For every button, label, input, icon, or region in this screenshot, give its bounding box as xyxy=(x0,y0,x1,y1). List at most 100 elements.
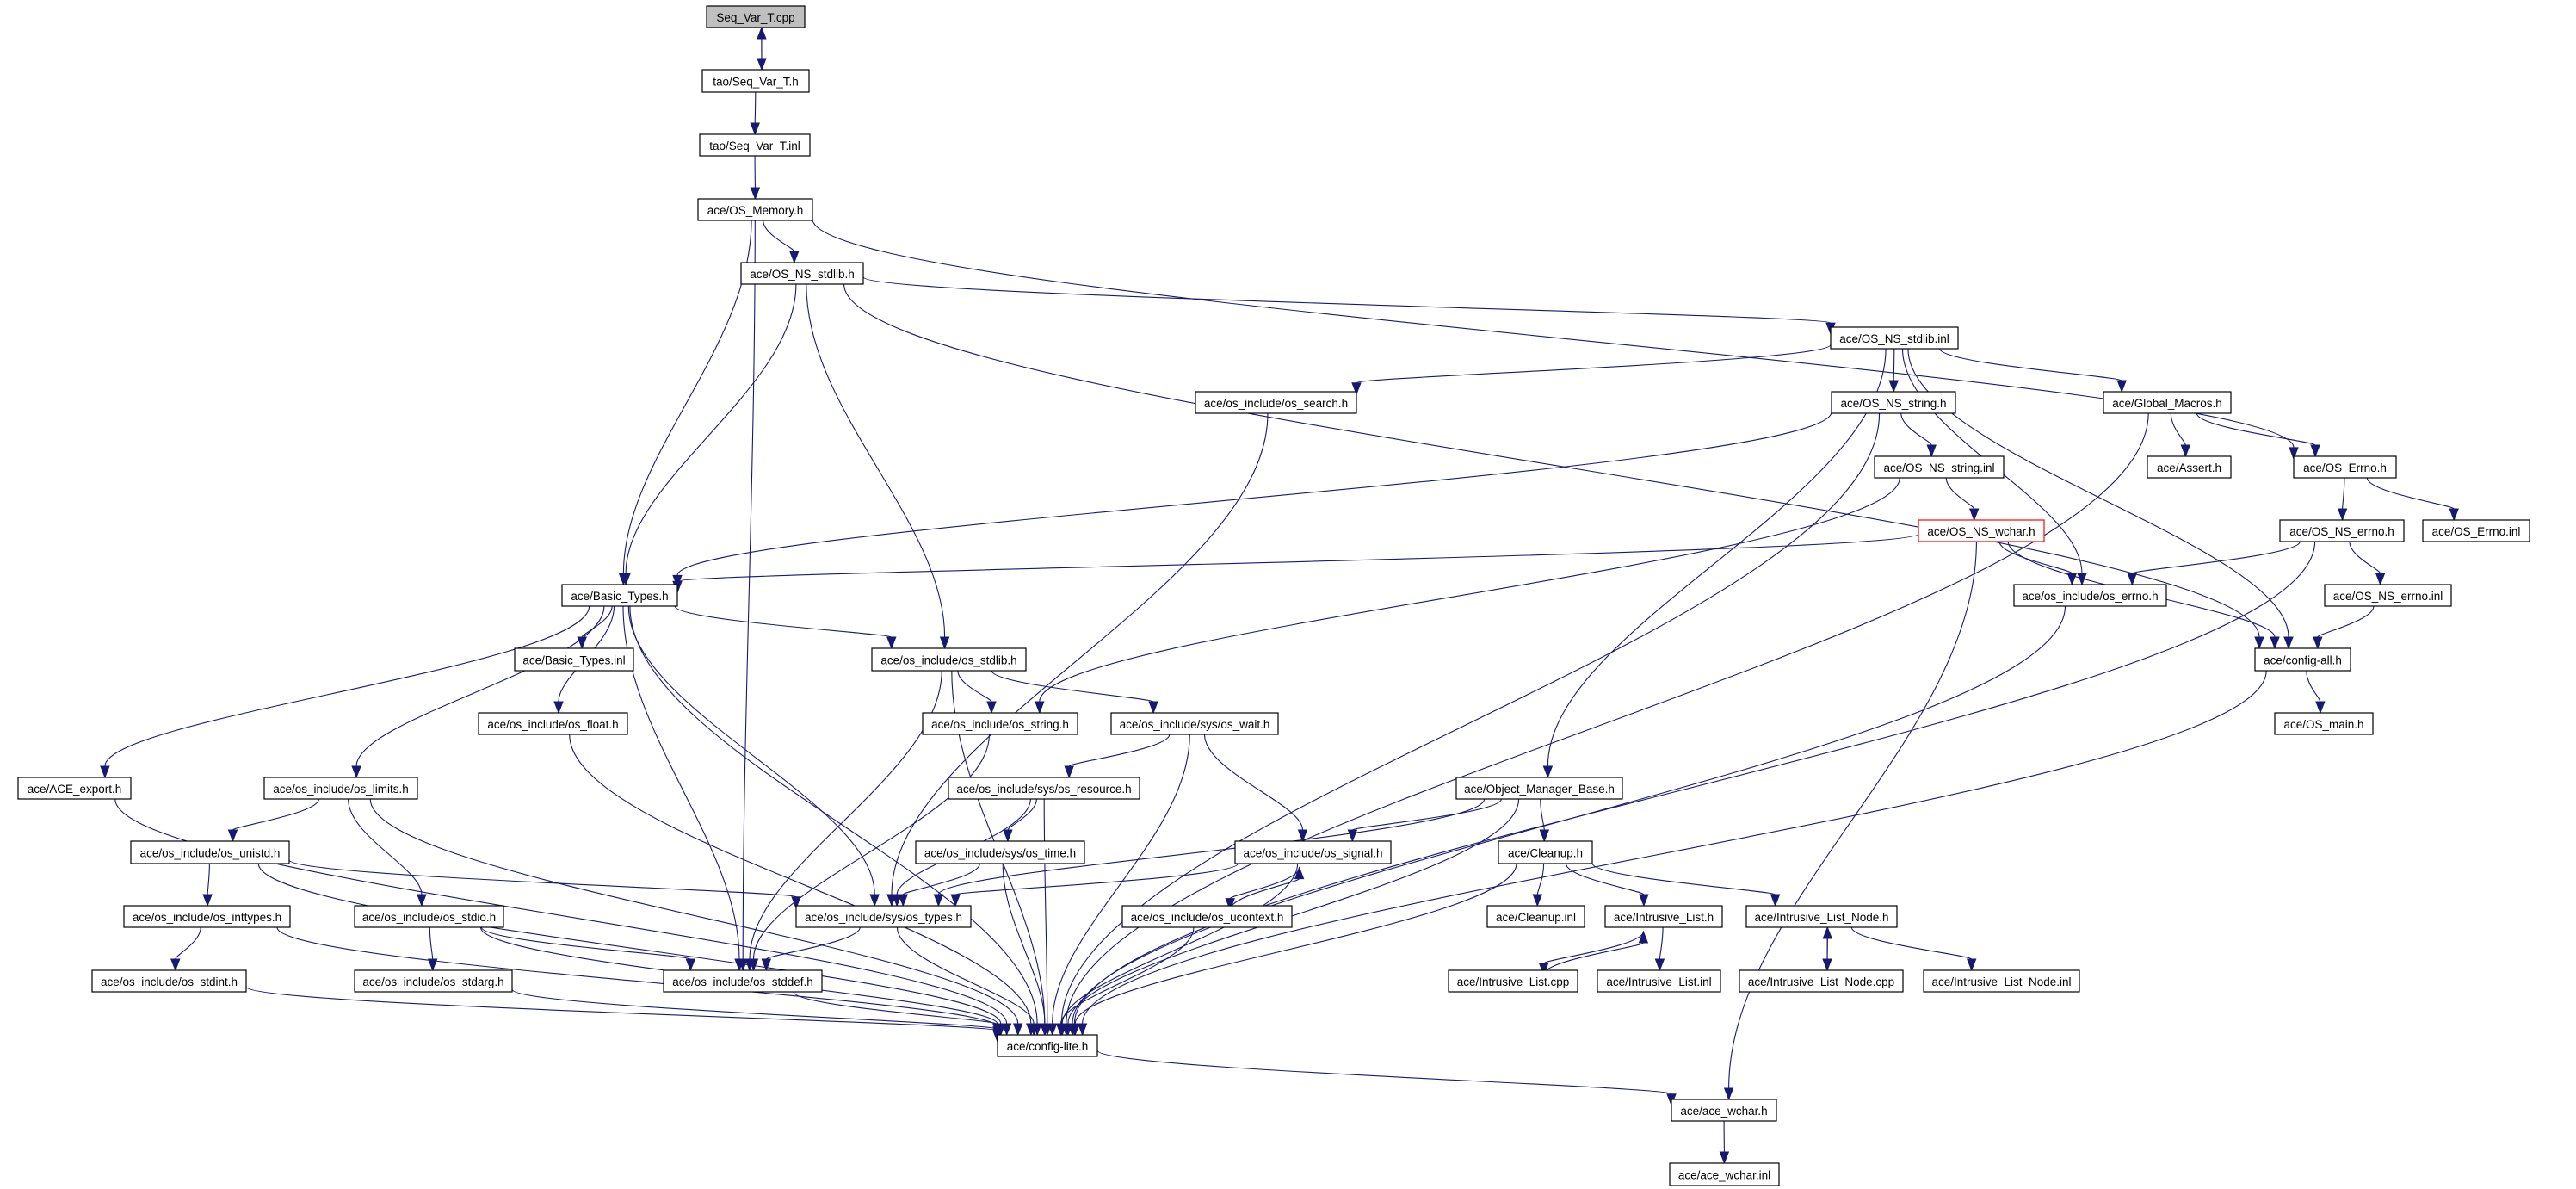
node-intrusive-list-cpp[interactable]: ace/Intrusive_List.cpp xyxy=(1448,969,1578,993)
node-cleanup-inl[interactable]: ace/Cleanup.inl xyxy=(1486,905,1585,928)
node-tao-seq-var-t-h[interactable]: tao/Seq_Var_T.h xyxy=(701,69,810,93)
node-os-inttypes-h[interactable]: ace/os_include/os_inttypes.h xyxy=(123,905,291,928)
node-box[interactable] xyxy=(1604,905,1723,928)
node-box[interactable] xyxy=(354,905,504,928)
node-os-string-h[interactable]: ace/os_include/os_string.h xyxy=(922,712,1078,735)
node-os-search-h[interactable]: ace/os_include/os_search.h xyxy=(1195,391,1357,414)
node-box[interactable] xyxy=(1923,969,2080,993)
node-ace-export-h[interactable]: ace/ACE_export.h xyxy=(17,777,132,800)
node-box[interactable] xyxy=(1745,905,1898,928)
node-os-memory-h[interactable]: ace/OS_Memory.h xyxy=(697,198,813,221)
node-box[interactable] xyxy=(2279,519,2405,542)
node-box[interactable] xyxy=(1597,969,1721,993)
node-box[interactable] xyxy=(561,584,678,607)
node-os-ns-string-inl[interactable]: ace/OS_NS_string.inl xyxy=(1874,455,2005,479)
node-box[interactable] xyxy=(1669,1162,1780,1186)
node-object-manager-base-h[interactable]: ace/Object_Manager_Base.h xyxy=(1455,777,1623,800)
node-box[interactable] xyxy=(1874,455,2005,479)
node-os-ns-errno-h[interactable]: ace/OS_NS_errno.h xyxy=(2279,519,2405,542)
node-box[interactable] xyxy=(701,69,810,93)
node-basic-types-h[interactable]: ace/Basic_Types.h xyxy=(561,584,678,607)
node-box[interactable] xyxy=(1234,840,1392,864)
node-box[interactable] xyxy=(1121,905,1293,928)
node-config-lite-h[interactable]: ace/config-lite.h xyxy=(997,1034,1098,1057)
node-box[interactable] xyxy=(2274,712,2374,735)
node-box[interactable] xyxy=(948,777,1140,800)
node-box[interactable] xyxy=(354,969,513,993)
node-os-stddef-h[interactable]: ace/os_include/os_stddef.h xyxy=(663,969,823,993)
node-os-types-h[interactable]: ace/os_include/sys/os_types.h xyxy=(795,905,972,928)
node-box[interactable] xyxy=(263,777,418,800)
node-os-resource-h[interactable]: ace/os_include/sys/os_resource.h xyxy=(948,777,1140,800)
node-os-unistd-h[interactable]: ace/os_include/os_unistd.h xyxy=(130,840,290,864)
node-intrusive-list-h[interactable]: ace/Intrusive_List.h xyxy=(1604,905,1723,928)
node-box[interactable] xyxy=(740,262,864,285)
node-box[interactable] xyxy=(2293,455,2397,479)
node-box[interactable] xyxy=(706,5,806,28)
node-box[interactable] xyxy=(2147,455,2232,479)
node-os-ucontext-h[interactable]: ace/os_include/os_ucontext.h xyxy=(1121,905,1293,928)
node-intrusive-list-node-inl[interactable]: ace/Intrusive_List_Node.inl xyxy=(1923,969,2080,993)
node-box[interactable] xyxy=(1195,391,1357,414)
node-os-signal-h[interactable]: ace/os_include/os_signal.h xyxy=(1234,840,1392,864)
node-box[interactable] xyxy=(1830,326,1959,350)
node-box[interactable] xyxy=(91,969,247,993)
node-ace-wchar-inl[interactable]: ace/ace_wchar.inl xyxy=(1669,1162,1780,1186)
node-os-float-h[interactable]: ace/os_include/os_float.h xyxy=(478,712,628,735)
node-os-ns-stdlib-h[interactable]: ace/OS_NS_stdlib.h xyxy=(740,262,864,285)
node-box[interactable] xyxy=(663,969,823,993)
node-config-all-h[interactable]: ace/config-all.h xyxy=(2254,647,2351,672)
node-os-main-h[interactable]: ace/OS_main.h xyxy=(2274,712,2374,735)
node-os-ns-errno-inl[interactable]: ace/OS_NS_errno.inl xyxy=(2324,584,2452,607)
node-box[interactable] xyxy=(1918,519,2045,542)
node-intrusive-list-node-cpp[interactable]: ace/Intrusive_List_Node.cpp xyxy=(1739,969,1904,993)
node-os-ns-string-h[interactable]: ace/OS_NS_string.h xyxy=(1831,391,1956,414)
node-os-limits-h[interactable]: ace/os_include/os_limits.h xyxy=(263,777,418,800)
node-box[interactable] xyxy=(915,840,1085,864)
node-box[interactable] xyxy=(2254,647,2351,672)
node-box[interactable] xyxy=(2013,584,2167,607)
node-os-stdio-h[interactable]: ace/os_include/os_stdio.h xyxy=(354,905,504,928)
node-box[interactable] xyxy=(130,840,290,864)
node-global-macros-h[interactable]: ace/Global_Macros.h xyxy=(2103,391,2232,414)
node-box[interactable] xyxy=(795,905,972,928)
node-os-time-h[interactable]: ace/os_include/sys/os_time.h xyxy=(915,840,1085,864)
node-ace-wchar-h[interactable]: ace/ace_wchar.h xyxy=(1671,1099,1777,1122)
node-box[interactable] xyxy=(699,133,811,157)
node-assert-h[interactable]: ace/Assert.h xyxy=(2147,455,2232,479)
node-box[interactable] xyxy=(2324,584,2452,607)
node-box[interactable] xyxy=(1448,969,1578,993)
node-os-ns-stdlib-inl[interactable]: ace/OS_NS_stdlib.inl xyxy=(1830,326,1959,350)
node-box[interactable] xyxy=(17,777,132,800)
node-box[interactable] xyxy=(1110,712,1279,735)
node-box[interactable] xyxy=(697,198,813,221)
node-os-stdint-h[interactable]: ace/os_include/os_stdint.h xyxy=(91,969,247,993)
node-box[interactable] xyxy=(514,647,634,672)
node-seq-var-t-cpp[interactable]: Seq_Var_T.cpp xyxy=(706,5,806,28)
node-box[interactable] xyxy=(1455,777,1623,800)
node-os-errno-inl[interactable]: ace/OS_Errno.inl xyxy=(2422,519,2530,542)
node-basic-types-inl[interactable]: ace/Basic_Types.inl xyxy=(514,647,634,672)
node-box[interactable] xyxy=(1498,840,1593,864)
node-box[interactable] xyxy=(1739,969,1904,993)
node-os-ns-wchar-h[interactable]: ace/OS_NS_wchar.h xyxy=(1918,519,2045,542)
node-os-errno-h[interactable]: ace/OS_Errno.h xyxy=(2293,455,2397,479)
node-intrusive-list-node-h[interactable]: ace/Intrusive_List_Node.h xyxy=(1745,905,1898,928)
node-box[interactable] xyxy=(1486,905,1585,928)
node-os-stdarg-h[interactable]: ace/os_include/os_stdarg.h xyxy=(354,969,513,993)
node-os-wait-h[interactable]: ace/os_include/sys/os_wait.h xyxy=(1110,712,1279,735)
node-box[interactable] xyxy=(871,647,1027,672)
node-box[interactable] xyxy=(922,712,1078,735)
node-box[interactable] xyxy=(123,905,291,928)
node-box[interactable] xyxy=(997,1034,1098,1057)
node-box[interactable] xyxy=(1671,1099,1777,1122)
node-box[interactable] xyxy=(2422,519,2530,542)
node-intrusive-list-inl[interactable]: ace/Intrusive_List.inl xyxy=(1597,969,1721,993)
node-os-include-errno-h[interactable]: ace/os_include/os_errno.h xyxy=(2013,584,2167,607)
node-cleanup-h[interactable]: ace/Cleanup.h xyxy=(1498,840,1593,864)
node-box[interactable] xyxy=(2103,391,2232,414)
node-os-stdlib-h[interactable]: ace/os_include/os_stdlib.h xyxy=(871,647,1027,672)
node-tao-seq-var-t-inl[interactable]: tao/Seq_Var_T.inl xyxy=(699,133,811,157)
node-box[interactable] xyxy=(478,712,628,735)
node-box[interactable] xyxy=(1831,391,1956,414)
